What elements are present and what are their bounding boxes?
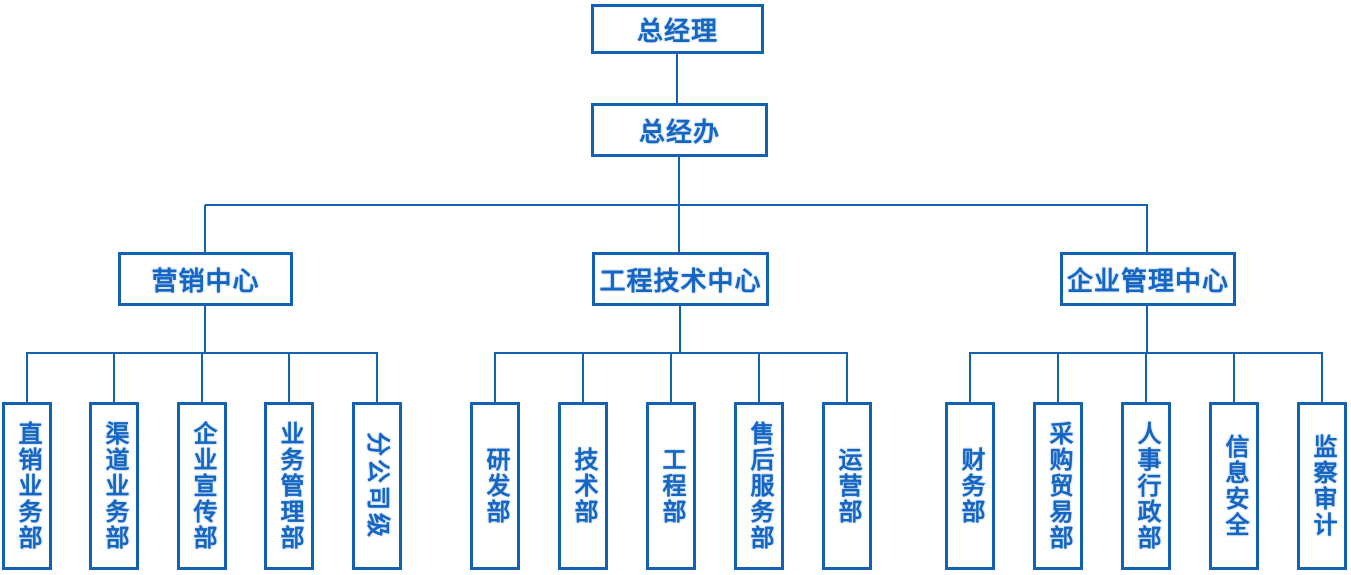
node-general-manager: 总经理 — [591, 4, 764, 54]
node-corporate-publicity-dept: 企业宣传部 — [177, 402, 227, 570]
connector-engineering-trunk — [679, 306, 681, 353]
connector-drop-child — [113, 353, 115, 402]
node-label: 业务管理部 — [276, 421, 303, 551]
node-label: 营销中心 — [151, 265, 260, 296]
connector-drop-child — [969, 353, 971, 402]
node-label: 采购贸易部 — [1045, 421, 1072, 551]
node-label: 运营部 — [834, 447, 861, 525]
connector-marketing-trunk — [204, 306, 206, 353]
connector-office-trunk — [678, 157, 680, 205]
node-label: 售后服务部 — [746, 421, 773, 551]
node-label: 信息安全 — [1221, 434, 1248, 538]
connector-drop-child — [582, 353, 584, 402]
node-business-management-dept: 业务管理部 — [264, 402, 314, 570]
node-engineering-dept: 工程部 — [646, 402, 696, 570]
connector-drop-child — [201, 353, 203, 402]
node-rnd-dept: 研发部 — [470, 402, 520, 570]
node-marketing-center: 营销中心 — [118, 252, 293, 306]
node-label: 工程技术中心 — [599, 265, 762, 296]
connector-management-trunk — [1146, 306, 1148, 353]
connector-drop-child — [1145, 353, 1147, 402]
node-information-security: 信息安全 — [1209, 402, 1259, 570]
node-label: 企业宣传部 — [189, 421, 216, 551]
connector-drop-engineering — [678, 205, 680, 252]
node-label: 技术部 — [570, 447, 597, 525]
node-label: 直销业务部 — [14, 421, 41, 551]
connector-drop-child — [1057, 353, 1059, 402]
node-label: 研发部 — [482, 447, 509, 525]
node-after-sales-service-dept: 售后服务部 — [734, 402, 784, 570]
node-direct-sales-dept: 直销业务部 — [2, 402, 52, 570]
node-label: 总经理 — [636, 15, 718, 46]
node-procurement-trade-dept: 采购贸易部 — [1033, 402, 1083, 570]
connector-drop-child — [26, 353, 28, 402]
node-operations-dept: 运营部 — [822, 402, 872, 570]
connector-drop-child — [1321, 353, 1323, 402]
connector-drop-child — [1233, 353, 1235, 402]
connector-drop-child — [758, 353, 760, 402]
connector-drop-child — [670, 353, 672, 402]
node-hr-admin-dept: 人事行政部 — [1121, 402, 1171, 570]
connector-drop-child — [494, 353, 496, 402]
connector-drop-child — [376, 353, 378, 402]
node-channel-sales-dept: 渠道业务部 — [89, 402, 139, 570]
node-label: 监察审计 — [1309, 434, 1336, 538]
node-management-center: 企业管理中心 — [1060, 252, 1236, 306]
node-branch-company-level: 分公司级 — [352, 402, 402, 570]
node-finance-dept: 财务部 — [945, 402, 995, 570]
connector-level2-horizontal — [205, 204, 1148, 206]
node-supervision-audit: 监察审计 — [1297, 402, 1347, 570]
connector-drop-marketing — [204, 205, 206, 252]
node-label: 总经办 — [638, 116, 720, 147]
connector-drop-management — [1146, 205, 1148, 252]
node-label: 分公司级 — [364, 432, 391, 540]
connector-root-office — [676, 54, 678, 103]
node-label: 企业管理中心 — [1066, 265, 1229, 296]
node-label: 工程部 — [658, 447, 685, 525]
node-general-manager-office: 总经办 — [591, 103, 768, 157]
node-label: 财务部 — [957, 447, 984, 525]
connector-drop-child — [846, 353, 848, 402]
connector-drop-child — [288, 353, 290, 402]
node-technology-dept: 技术部 — [558, 402, 608, 570]
node-label: 人事行政部 — [1133, 421, 1160, 551]
node-label: 渠道业务部 — [101, 421, 128, 551]
node-engineering-center: 工程技术中心 — [592, 252, 769, 306]
